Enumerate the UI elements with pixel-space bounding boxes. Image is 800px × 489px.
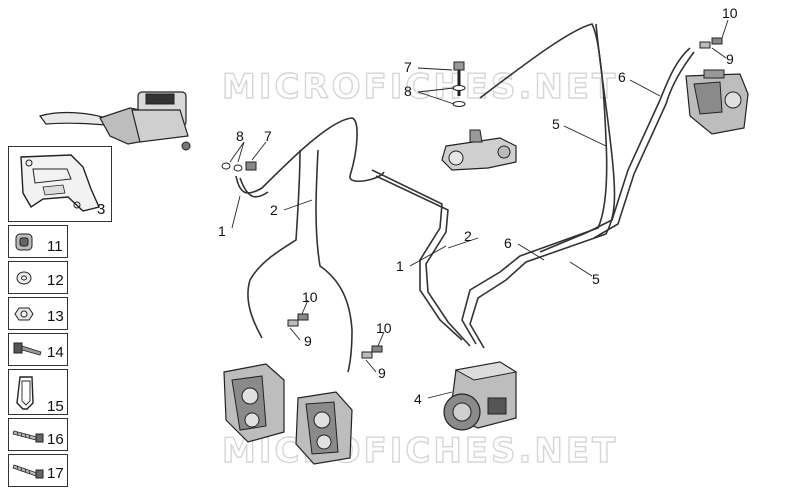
part-number: 15 [47, 398, 64, 415]
callout-label: 2 [270, 202, 278, 218]
part-number: 13 [47, 308, 64, 325]
part-cell-16[interactable]: 16 [8, 418, 68, 451]
washer-icon [16, 271, 32, 285]
part-cell-13[interactable]: 13 [8, 297, 68, 330]
part-cell-15[interactable]: 15 [8, 369, 68, 415]
callout-label: 7 [404, 59, 412, 75]
part-cell-14[interactable]: 14 [8, 333, 68, 366]
callout-label: 10 [376, 320, 392, 336]
callout-labels: 1 2 7 8 1 2 6 5 7 8 5 6 10 9 10 9 10 9 4 [218, 5, 738, 407]
callout-label: 1 [396, 258, 404, 274]
screw-icon [12, 464, 44, 479]
callout-label: 8 [236, 128, 244, 144]
brake-lines [235, 23, 695, 373]
callout-label: 6 [504, 235, 512, 251]
part-cell-3[interactable]: 3 [8, 146, 112, 222]
part-cell-12[interactable]: 12 [8, 261, 68, 294]
callout-label: 10 [302, 289, 318, 305]
leader-lines [229, 19, 729, 399]
callout-label: 9 [726, 51, 734, 67]
watermark: MICROFICHES.NET [222, 67, 618, 107]
screw-icon [12, 430, 44, 443]
callout-label: 4 [414, 391, 422, 407]
callout-label: 5 [552, 116, 560, 132]
callout-label: 6 [618, 69, 626, 85]
nut-icon [14, 307, 34, 321]
part-number: 11 [47, 238, 63, 255]
callout-label: 9 [378, 365, 386, 381]
callout-label: 1 [218, 223, 226, 239]
callout-label: 7 [264, 128, 272, 144]
part-number: 17 [47, 465, 64, 482]
bleed-fitting[interactable] [287, 37, 723, 359]
callout-label: 10 [722, 5, 738, 21]
abs-modulator[interactable] [443, 361, 518, 431]
banjo-bolt[interactable] [452, 61, 466, 107]
callout-label: 2 [464, 228, 472, 244]
front-right-caliper[interactable] [295, 391, 353, 465]
left-banjo-fitting[interactable] [221, 161, 257, 172]
callout-label: 8 [404, 83, 412, 99]
part-cell-11[interactable]: 11 [8, 225, 68, 258]
callout-label: 9 [304, 333, 312, 349]
grommet-icon [15, 233, 33, 251]
bolt-icon [13, 342, 42, 356]
clip-icon [16, 376, 34, 410]
master-cylinder[interactable] [39, 91, 191, 151]
watermark: MICROFICHES.NET [222, 431, 618, 471]
part-number: 14 [47, 344, 64, 361]
rear-master-cylinder[interactable] [441, 129, 517, 171]
bracket-icon [20, 154, 100, 212]
part-number: 16 [47, 431, 64, 448]
part-cell-17[interactable]: 17 [8, 454, 68, 487]
rear-caliper[interactable] [685, 69, 749, 135]
part-number: 3 [97, 201, 106, 218]
part-number: 12 [47, 272, 64, 289]
front-left-caliper[interactable] [223, 363, 285, 443]
callout-label: 5 [592, 271, 600, 287]
